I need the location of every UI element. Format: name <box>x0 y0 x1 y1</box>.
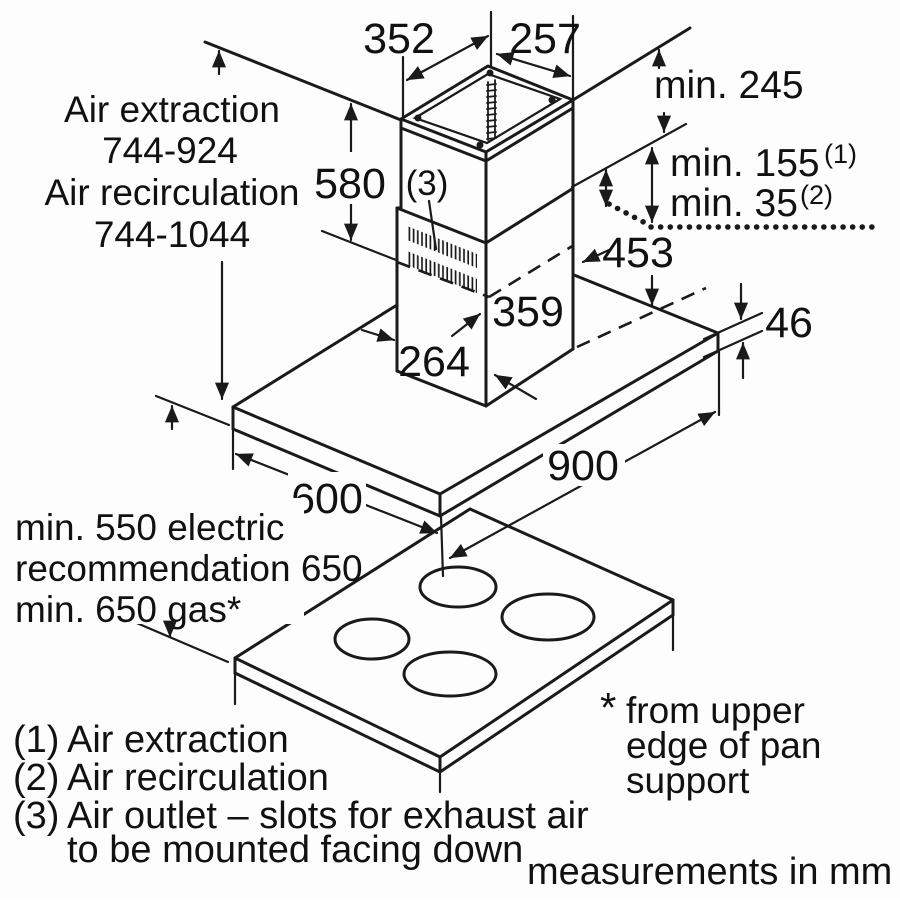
burner-ring <box>500 592 596 642</box>
dim-46-label: 46 <box>765 299 813 347</box>
dim-clearance: min. 550 electric recommendation 650 min… <box>12 394 363 664</box>
dim-46: 46 <box>702 282 813 380</box>
legend-3-num: (3) <box>13 795 59 837</box>
air-outlet-slots <box>407 226 477 293</box>
dim-min245-label: min. 245 <box>654 64 804 107</box>
chimney-top-rim <box>399 64 575 163</box>
dim-min245: min. 245 <box>651 48 804 134</box>
dim-453: 453 <box>581 229 674 307</box>
dim-580: 580 <box>314 102 398 262</box>
screw-hole <box>548 96 556 104</box>
legend-2-text: Air recirculation <box>67 757 329 799</box>
legend-3-text2: to be mounted facing down <box>67 829 523 871</box>
hob <box>233 507 675 794</box>
dim-352: 352 <box>363 10 493 120</box>
dim-900-label: 900 <box>547 442 619 490</box>
air-extraction-label: Air extraction <box>64 89 280 130</box>
footnote: * from upper edge of pan support <box>600 684 821 801</box>
dim-600: 600 <box>231 429 439 535</box>
clearance-line1: min. 550 electric <box>15 507 284 548</box>
dim-264-label: 264 <box>398 338 470 386</box>
air-extraction-range: 744-924 <box>102 130 238 171</box>
screw-hole <box>414 114 422 122</box>
clearance-line2: recommendation 650 <box>15 548 363 589</box>
hidden-edges <box>396 243 707 349</box>
units-note: measurements in mm <box>527 851 892 893</box>
footnote-line2: edge of pan <box>626 725 821 766</box>
dim-257: 257 <box>495 14 581 100</box>
chimney-duct <box>395 64 875 408</box>
footnote-line3: support <box>626 760 750 801</box>
ref3-leader <box>427 199 438 251</box>
dim-359-label: 359 <box>492 288 564 336</box>
dim-min155-label: min. 155 <box>670 142 820 185</box>
dim-580-label: 580 <box>314 160 386 208</box>
footnote-line1: from upper <box>626 690 805 731</box>
dim-min155-min35: min. 155 (1) min. 35 (2) <box>598 139 857 225</box>
dim-900: 900 <box>448 349 721 560</box>
dim-352-label: 352 <box>363 15 435 63</box>
dim-264: 264 <box>360 328 538 401</box>
legend-3-text: Air outlet – slots for exhaust air <box>67 795 589 837</box>
screw-hole <box>486 69 494 77</box>
legend-1-text: Air extraction <box>67 719 289 761</box>
burner-ring <box>418 565 498 609</box>
air-recirculation-label: Air recirculation <box>45 172 300 213</box>
dim-min155-ref: (1) <box>824 139 857 169</box>
burner-ring <box>333 617 411 661</box>
burner-ring <box>402 650 498 698</box>
center-line <box>439 514 445 578</box>
ceiling-lines <box>203 26 692 122</box>
lowest-position-dotted-line <box>606 201 875 230</box>
legend-2-num: (2) <box>13 757 59 799</box>
screw-hole <box>476 141 484 149</box>
dim-total-height: Air extraction 744-924 Air recirculation… <box>45 49 300 401</box>
air-recirculation-range: 744-1044 <box>94 214 250 255</box>
clearance-line3: min. 650 gas* <box>15 589 241 630</box>
footnote-marker: * <box>600 684 616 731</box>
legend-1-num: (1) <box>13 719 59 761</box>
ref3-label: (3) <box>406 164 449 203</box>
dim-257-label: 257 <box>509 15 581 63</box>
legend: (1) Air extraction (2) Air recirculation… <box>13 719 589 871</box>
dim-min35-ref: (2) <box>800 180 833 210</box>
chimney-body <box>395 98 688 408</box>
dim-min35-label: min. 35 <box>670 182 798 225</box>
dim-453-label: 453 <box>602 229 674 277</box>
mounting-rail <box>486 79 497 141</box>
dim-359: 359 <box>450 288 564 338</box>
